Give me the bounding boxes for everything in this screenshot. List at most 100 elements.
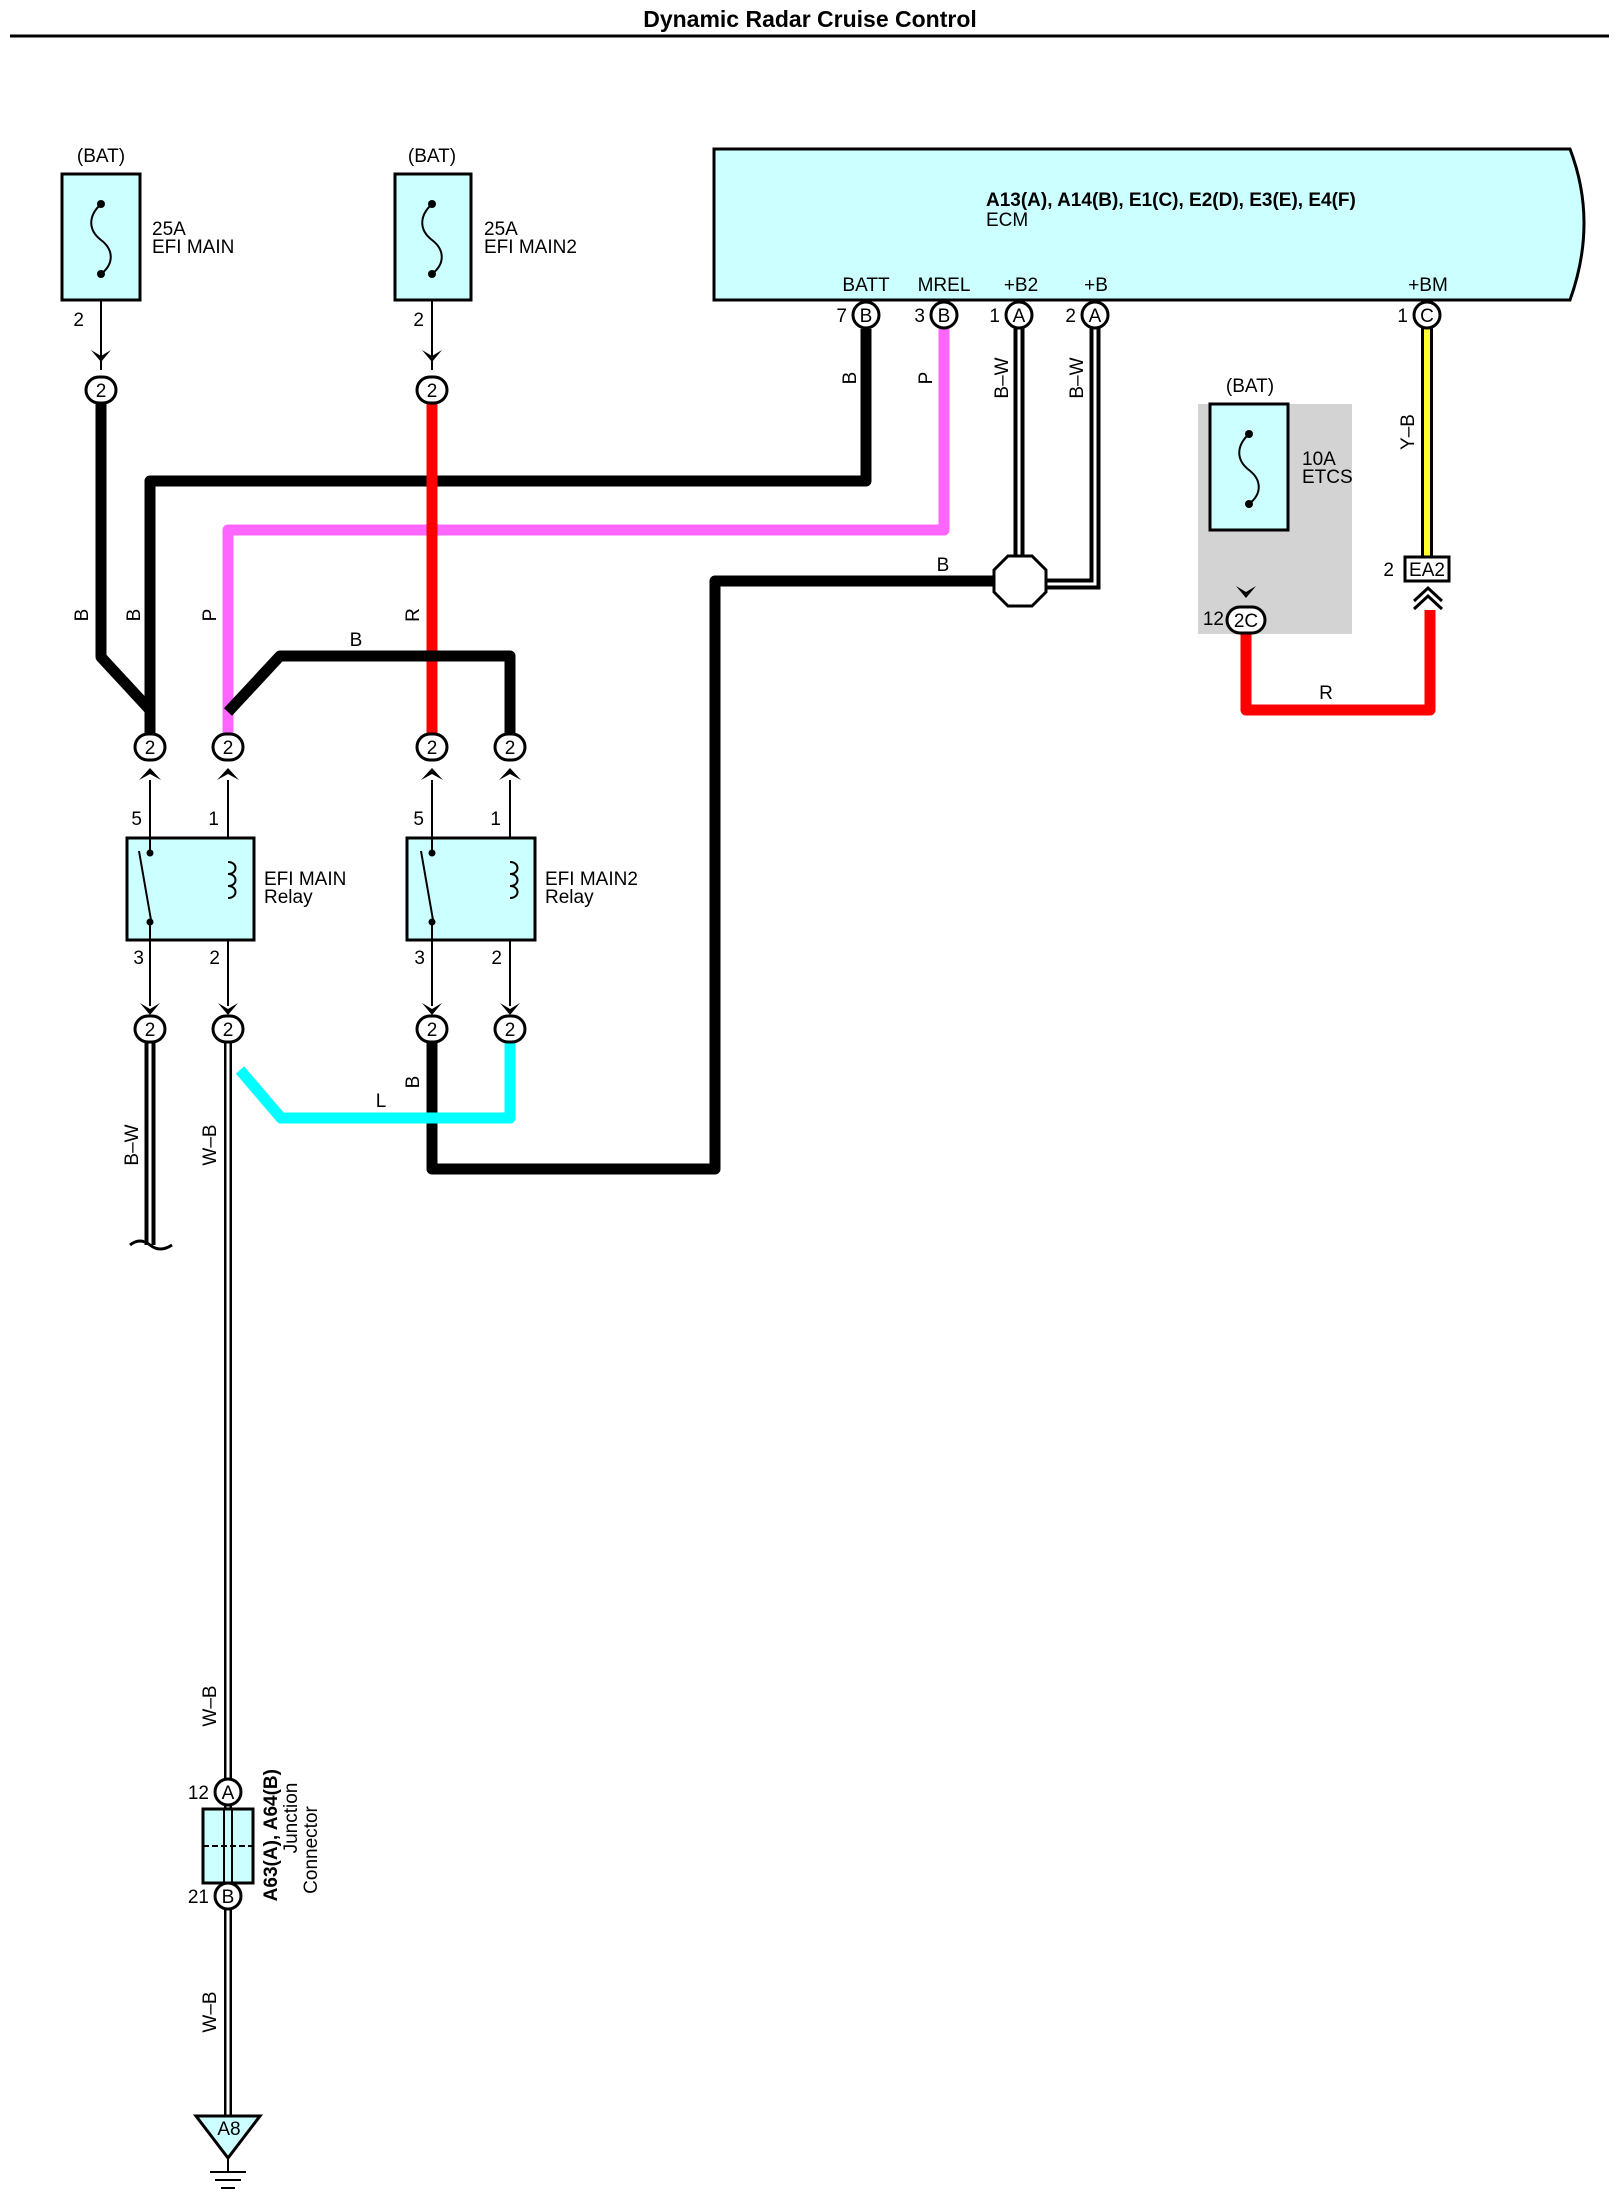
- ecm-terminal-b-pin: 2: [1065, 306, 1076, 327]
- wire-label-batt-vertical: B: [840, 372, 861, 385]
- fuse-etcs-pin: 12: [1203, 609, 1224, 630]
- fuse-efi-main2-source: (BAT): [408, 146, 456, 167]
- wire-label-bm: Y–B: [1398, 414, 1419, 450]
- relay-efi-main2-c1: 2: [505, 738, 516, 759]
- relay-switch-icon: [420, 850, 434, 921]
- wire-label-b: B–W: [1067, 357, 1088, 398]
- relay-efi-main-c2: 2: [223, 1020, 234, 1041]
- relay-efi-main-c5: 2: [145, 738, 156, 759]
- relay-efi-main-p5: 5: [131, 809, 142, 830]
- fuse-efi-main2-connector: 2: [427, 381, 438, 402]
- fuse-efi-main2-name: EFI MAIN2: [484, 237, 577, 258]
- relay-efi-main2-name-1: EFI MAIN2: [545, 869, 638, 890]
- ecm-terminal-bm-pin: 1: [1397, 306, 1408, 327]
- wire-label-mrel-vertical: P: [916, 372, 937, 385]
- relay-coil-icon: [227, 861, 237, 899]
- ecm-terminal-batt-pin: 7: [836, 306, 847, 327]
- wire-label-b2: B–W: [992, 357, 1013, 398]
- junction-top-pin: 12: [188, 1783, 209, 1804]
- wire-splice-out: [426, 575, 1000, 1175]
- wire-label-relay-out-left: B–W: [122, 1124, 143, 1165]
- relay-efi-main-p3: 3: [133, 948, 144, 969]
- junction-name-1: A63(A), A64(B): [261, 1769, 282, 1901]
- ecm-terminal-mrel-conn: B: [938, 306, 951, 327]
- ecm-terminal-b2-label: +B2: [1004, 275, 1038, 296]
- wire-label-efi-fuse-out: B: [72, 609, 93, 622]
- fuse-efi-main: (BAT) 25A EFI MAIN 2 2: [60, 146, 234, 405]
- wire-label-ground-lower-2: W–B: [200, 1991, 221, 2032]
- relay-efi-main-p1: 1: [208, 809, 219, 830]
- ecm-terminal-batt-conn: B: [860, 306, 873, 327]
- fuse-efi-main2: (BAT) 25A EFI MAIN2 2 2: [393, 146, 577, 405]
- junction-name-2: Junction: [281, 1783, 302, 1854]
- wire-b: [1035, 327, 1101, 590]
- connector-ea2-name: EA2: [1409, 560, 1445, 581]
- relay-coil-icon: [509, 861, 519, 899]
- fuse-efi-main-name: EFI MAIN: [152, 237, 234, 258]
- fuse-efi-main-connector: 2: [96, 381, 107, 402]
- relay-efi-main-p2: 2: [209, 948, 220, 969]
- relay-efi-main2: 2 2 5 1 EFI MAIN2 Relay 3 2 2 2: [405, 732, 638, 1044]
- wire-label-ground-lower-1: W–B: [200, 1685, 221, 1726]
- fuse-icon: [1238, 433, 1260, 505]
- ecm-terminal-b2-conn: A: [1013, 306, 1026, 327]
- junction-top-conn: A: [222, 1783, 235, 1804]
- relay-efi-main2-name-2: Relay: [545, 887, 594, 908]
- junction-bottom-conn: B: [222, 1887, 235, 1908]
- ecm-terminal-mrel-label: MREL: [918, 275, 971, 296]
- ground-point: A8: [192, 2114, 264, 2189]
- fuse-etcs-source: (BAT): [1226, 376, 1274, 397]
- connector-ea2: 2 EA2: [1383, 555, 1451, 611]
- fuse-icon: [90, 203, 112, 275]
- fuse-etcs-rating: 10A: [1302, 449, 1336, 470]
- ecm-terminal-batt-label: BATT: [842, 275, 890, 296]
- ecm-terminal-b2-pin: 1: [989, 306, 1000, 327]
- ecm-name: ECM: [986, 210, 1028, 231]
- relay-efi-main-c1: 2: [223, 738, 234, 759]
- fuse-efi-main-source: (BAT): [77, 146, 125, 167]
- wire-label-relay2-out: B: [403, 1076, 424, 1089]
- fuse-etcs-name: ETCS: [1302, 467, 1353, 488]
- wire-label-etcs-out: R: [1319, 683, 1333, 704]
- junction-connector: 12 A 21 B A63(A), A64(B) Junction Connec…: [188, 1769, 322, 1911]
- wire-label-mrel: P: [200, 609, 221, 622]
- relay-efi-main-c3: 2: [145, 1020, 156, 1041]
- fuse-efi-main2-pin: 2: [413, 310, 424, 331]
- ecm-terminal-bm-label: +BM: [1408, 275, 1448, 296]
- relay-efi-main2-p5: 5: [413, 809, 424, 830]
- relay-efi-main-name-2: Relay: [264, 887, 313, 908]
- page-title: Dynamic Radar Cruise Control: [643, 6, 977, 32]
- wire-label-relay2-coil: L: [376, 1091, 387, 1112]
- fuse-efi-main-rating: 25A: [152, 219, 186, 240]
- ecm-connectors: A13(A), A14(B), E1(C), E2(D), E3(E), E4(…: [986, 190, 1356, 211]
- wire-label-efi2-fuse-out: R: [403, 608, 424, 622]
- ecm: A13(A), A14(B), E1(C), E2(D), E3(E), E4(…: [712, 147, 1586, 330]
- relay-efi-main: 2 2 5 1 EFI MAIN Relay 3 2 2 2: [125, 732, 346, 1044]
- junction-bottom-pin: 21: [188, 1887, 209, 1908]
- wire-efi-main-fuse-out: [95, 401, 156, 742]
- ground-name: A8: [217, 2119, 240, 2140]
- ground-icon: [192, 2114, 264, 2161]
- fuse-etcs: (BAT) 10A ETCS 12 2C: [1198, 376, 1353, 635]
- relay-efi-main2-c3: 2: [427, 1020, 438, 1041]
- junction-name-3: Connector: [301, 1806, 322, 1894]
- relay-efi-main-name-1: EFI MAIN: [264, 869, 346, 890]
- connector-ea2-pin: 2: [1383, 560, 1394, 581]
- wire-label-efi-batt: B: [124, 609, 145, 622]
- relay-efi-main2-p2: 2: [491, 948, 502, 969]
- wire-relay-bridge: [223, 650, 516, 742]
- wire-label-relay-bridge: B: [350, 630, 363, 651]
- splice-point: [992, 554, 1048, 608]
- ecm-terminal-mrel-pin: 3: [914, 306, 925, 327]
- wire-mrel: [222, 329, 950, 742]
- wire-batt: [144, 329, 872, 742]
- relay-efi-main2-c2: 2: [505, 1020, 516, 1041]
- fuse-etcs-connector: 2C: [1234, 611, 1258, 632]
- wire-relay-out-left: [129, 1040, 173, 1251]
- fuse-efi-main2-rating: 25A: [484, 219, 518, 240]
- ecm-terminal-b-conn: A: [1089, 306, 1102, 327]
- relay-efi-main2-p1: 1: [490, 809, 501, 830]
- ecm-terminal-b-label: +B: [1084, 275, 1108, 296]
- wire-label-relay-ground: W–B: [200, 1124, 221, 1165]
